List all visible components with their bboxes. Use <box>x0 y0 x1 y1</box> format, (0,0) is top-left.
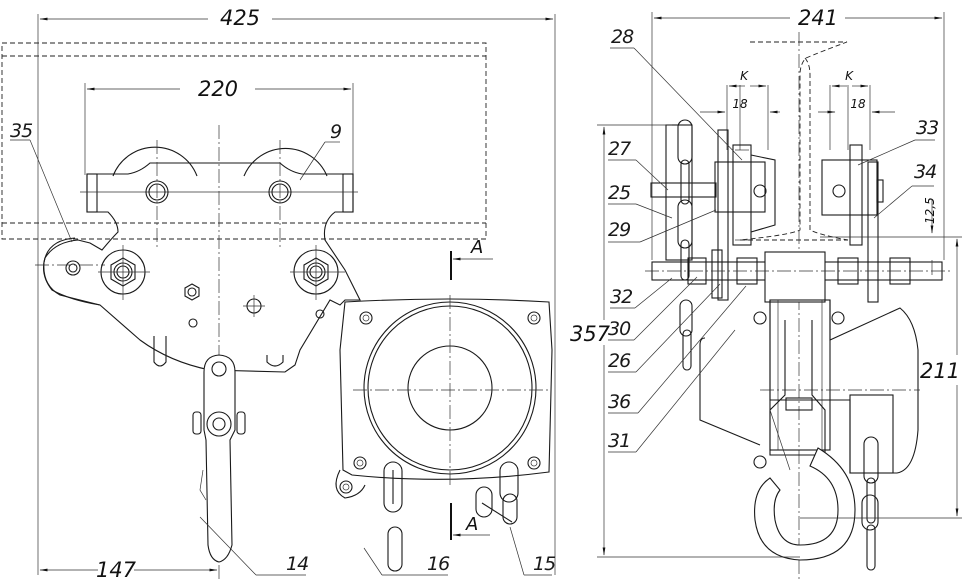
svg-text:26: 26 <box>608 350 631 372</box>
callout-33: 33 <box>857 117 939 166</box>
callout-9: 9 <box>299 121 342 181</box>
dimension-label-hand-chain-offset: 147 <box>96 558 137 581</box>
chain-guide-lever <box>192 354 246 563</box>
dimension-211: 211 <box>800 236 962 519</box>
svg-text:14: 14 <box>286 553 308 575</box>
callout-31: 31 <box>608 329 736 453</box>
callout-14: 14 <box>199 516 309 576</box>
svg-text:15: 15 <box>533 553 556 575</box>
trolley-right-side <box>821 144 884 303</box>
dimension-357: 357 <box>570 124 800 558</box>
svg-text:34: 34 <box>914 161 936 183</box>
plate-slots <box>153 336 284 367</box>
side-callouts-left: 28 27 25 29 32 <box>608 26 747 453</box>
dimension-label-k-right: K <box>845 69 854 83</box>
dimension-label-overall-height: 357 <box>570 322 611 346</box>
housing-bolts <box>339 311 541 494</box>
plate-fasteners <box>184 283 325 328</box>
dimension-label-clearance: 12,5 <box>923 197 937 224</box>
dimension-label-18-left: 18 <box>732 97 748 111</box>
front-view: 425 220 <box>1 6 557 581</box>
callout-34: 34 <box>873 161 937 219</box>
flange-dimensions-left: K 18 <box>700 69 780 150</box>
svg-text:29: 29 <box>608 219 630 241</box>
svg-text:27: 27 <box>608 138 631 160</box>
section-label-a-bottom: A <box>465 514 478 535</box>
dimension-label-side-width: 241 <box>798 6 838 30</box>
callout-15: 15 <box>509 526 557 576</box>
side-callouts-right: 33 34 <box>857 117 939 219</box>
dimension-220: 220 <box>84 77 354 175</box>
callout-26: 26 <box>608 283 721 373</box>
callout-32: 32 <box>610 277 673 309</box>
load-chain-16 <box>383 461 403 572</box>
dimension-label-18-right: 18 <box>850 97 866 111</box>
svg-text:36: 36 <box>608 391 631 413</box>
flange-dimensions-right: K 18 <box>818 69 895 150</box>
callout-27: 27 <box>608 138 669 191</box>
dimension-label-overall-width: 425 <box>220 6 260 30</box>
dimension-425: 425 <box>37 6 556 575</box>
dimension-12-5: 12,5 <box>923 197 937 275</box>
axle-bolt <box>645 249 950 303</box>
callout-29: 29 <box>608 209 717 243</box>
section-marker-top: A <box>450 237 493 280</box>
hoist-housing <box>335 295 553 499</box>
trolley-left-side <box>650 124 776 301</box>
svg-text:35: 35 <box>10 120 33 142</box>
hand-chain-right <box>861 436 879 571</box>
dimension-147: 147 <box>39 558 218 581</box>
dimension-241: 241 <box>651 6 945 260</box>
svg-text:32: 32 <box>610 286 632 308</box>
section-marker-bottom: A <box>450 503 490 540</box>
svg-text:28: 28 <box>611 26 634 48</box>
trolley-side-plate <box>43 140 361 373</box>
hand-chain-side <box>677 119 693 371</box>
svg-text:33: 33 <box>916 117 938 139</box>
callout-28: 28 <box>610 26 743 161</box>
callout-35: 35 <box>10 120 73 243</box>
axle-nut-right <box>290 245 345 300</box>
load-hook <box>754 320 856 561</box>
i-beam-outline <box>1 42 487 240</box>
svg-text:9: 9 <box>330 121 341 143</box>
callout-25: 25 <box>608 182 673 219</box>
dimension-label-k-left: K <box>740 69 749 83</box>
side-view: 241 K 18 K <box>570 6 962 581</box>
svg-text:30: 30 <box>608 318 631 340</box>
callout-30: 30 <box>608 276 698 341</box>
callout-36: 36 <box>608 285 747 414</box>
axle-nut-left <box>98 245 150 300</box>
trolley-wheels <box>112 146 328 177</box>
hand-chain-15 <box>475 461 519 525</box>
section-label-a-top: A <box>470 237 483 258</box>
guide-roller <box>35 237 105 306</box>
hoist-body-side <box>699 299 920 474</box>
dimension-label-hook-height: 211 <box>920 359 960 383</box>
svg-text:16: 16 <box>427 553 450 575</box>
svg-text:25: 25 <box>608 182 631 204</box>
callout-16: 16 <box>363 547 451 576</box>
dimension-label-wheel-span: 220 <box>198 77 238 101</box>
svg-text:31: 31 <box>608 430 630 452</box>
